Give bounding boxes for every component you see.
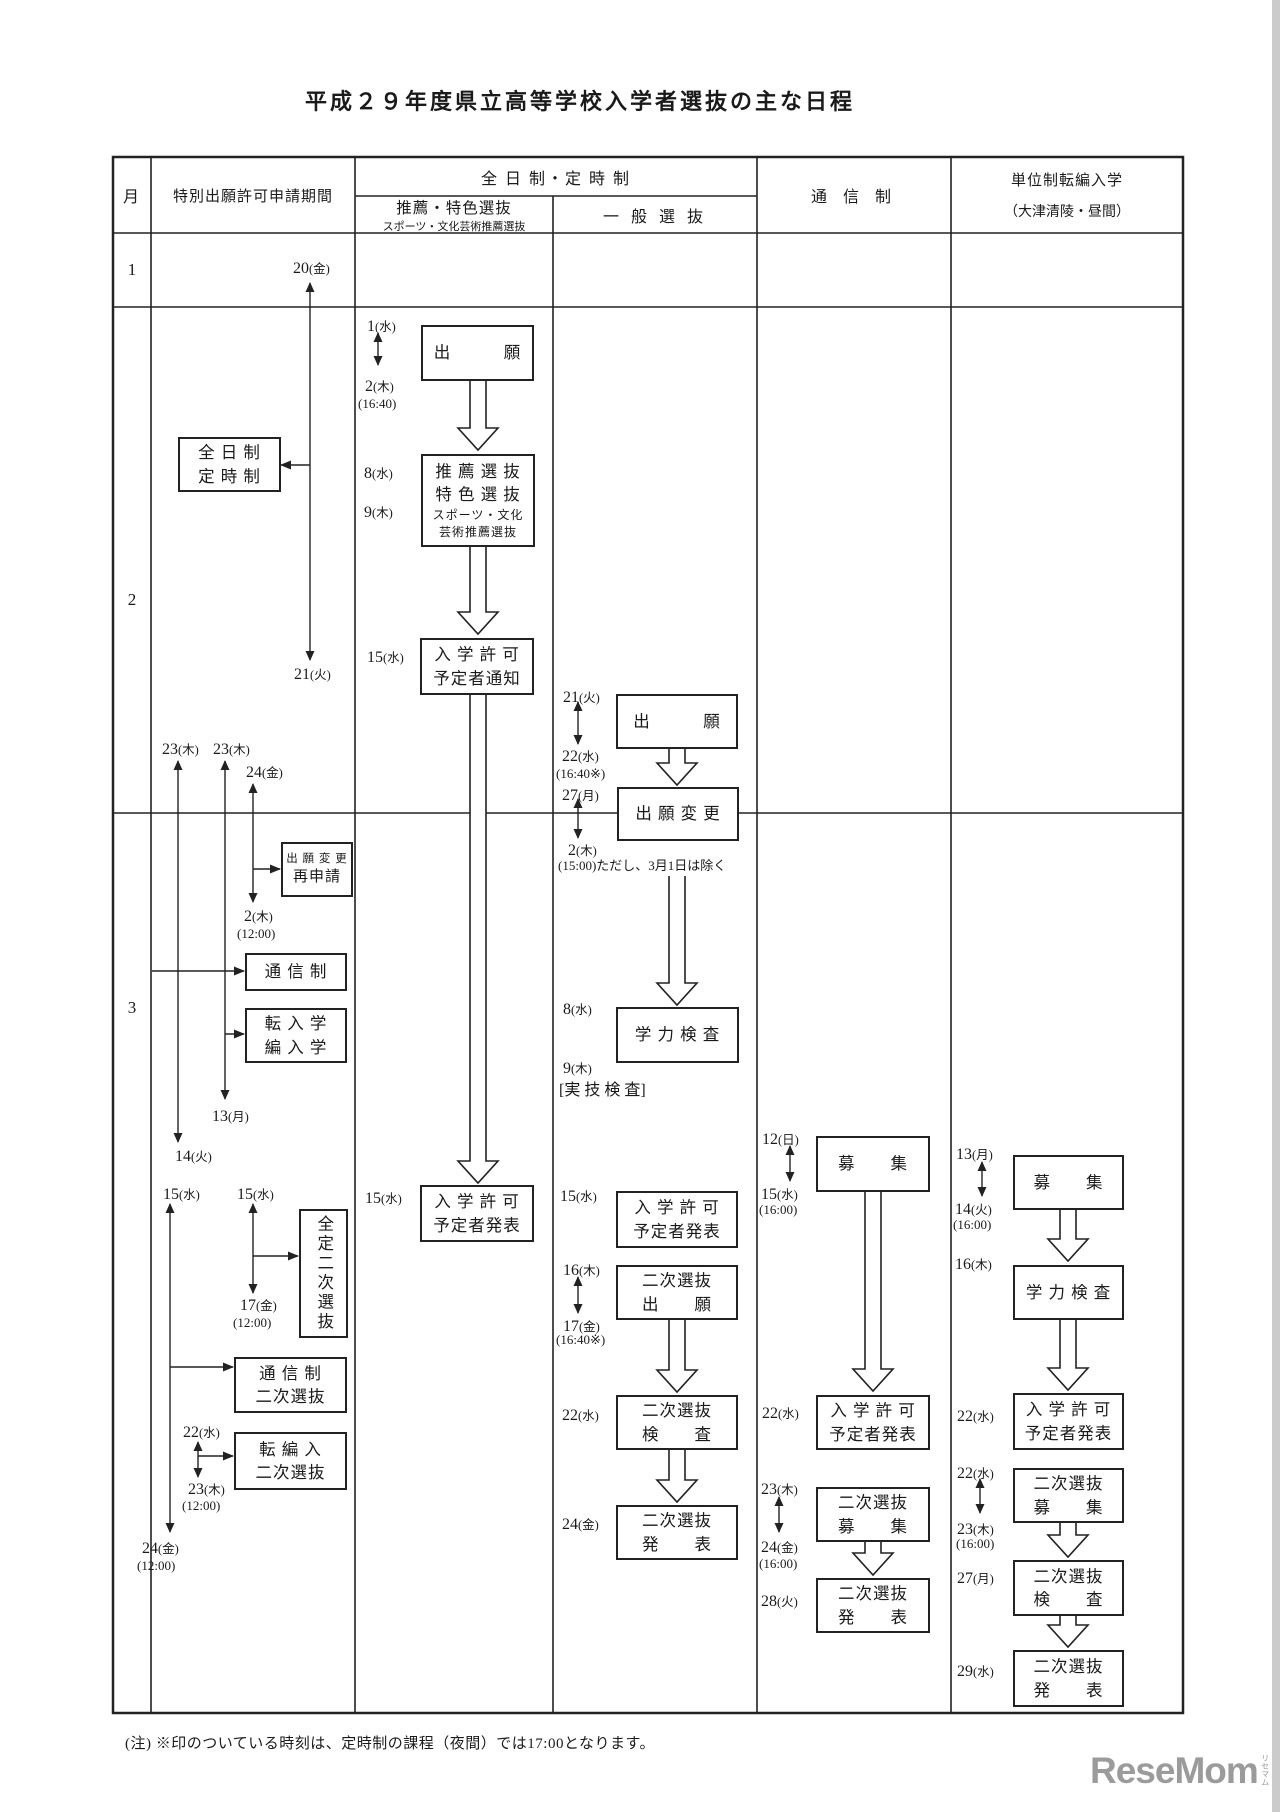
arrowhead-down	[305, 651, 315, 661]
arrowhead-right	[223, 1451, 234, 1461]
arrowhead-right	[234, 1029, 245, 1039]
arrowhead-down	[248, 1284, 258, 1294]
arrowhead-right	[223, 1362, 234, 1372]
arrowhead-down	[373, 356, 383, 366]
arrowhead-down	[165, 1523, 175, 1533]
hollow-flow-arrow	[851, 1542, 895, 1577]
arrowhead-down	[220, 1090, 230, 1100]
arrowhead-up	[305, 282, 315, 292]
arrowhead-down	[975, 1504, 985, 1514]
arrowhead-down	[573, 1304, 583, 1314]
arrowhead-up	[573, 701, 583, 711]
hollow-flow-arrow	[1046, 1523, 1090, 1559]
hollow-flow-arrow	[1046, 1320, 1090, 1392]
arrowhead-up	[373, 332, 383, 342]
arrowhead-down	[193, 1468, 203, 1478]
arrowhead-up	[975, 1478, 985, 1488]
resemom-logo-text: ReseMom	[1090, 1750, 1259, 1791]
hollow-flow-arrow	[655, 749, 699, 787]
arrowhead-up	[573, 1276, 583, 1286]
arrowhead-up	[573, 798, 583, 808]
arrowhead-down	[573, 735, 583, 745]
arrowhead-up	[248, 783, 258, 793]
arrowhead-down	[774, 1523, 784, 1533]
arrowhead-down	[173, 1133, 183, 1143]
arrowhead-up	[977, 1161, 987, 1171]
arrowhead-down	[248, 893, 258, 903]
arrowhead-up	[173, 760, 183, 770]
arrowhead-up	[220, 760, 230, 770]
hollow-flow-arrow	[655, 876, 699, 1007]
hollow-flow-arrow	[655, 1450, 699, 1504]
arrowhead-right	[234, 966, 245, 976]
arrowhead-up	[774, 1496, 784, 1506]
hollow-flow-arrow	[1046, 1210, 1090, 1263]
hollow-flow-arrow	[456, 547, 500, 636]
hollow-flow-arrow	[456, 381, 500, 452]
hollow-flow-arrow	[1046, 1616, 1090, 1649]
arrowhead-right	[288, 1251, 299, 1261]
hollow-flow-arrow	[456, 695, 500, 1185]
resemom-logo-kana: リセマム	[1260, 1754, 1270, 1786]
arrowhead-up	[248, 1203, 258, 1213]
arrowhead-left	[280, 460, 291, 470]
arrowhead-down	[785, 1172, 795, 1182]
arrowhead-up	[193, 1441, 203, 1451]
arrowhead-up	[165, 1203, 175, 1213]
hollow-flow-arrow	[655, 1320, 699, 1394]
arrowhead-up	[785, 1145, 795, 1155]
footnote: (注) ※印のついている時刻は、定時制の課程（夜間）では17:00となります。	[125, 1736, 656, 1752]
arrowhead-down	[573, 829, 583, 839]
arrowhead-down	[977, 1187, 987, 1197]
page-title: 平成２９年度県立高等学校入学者選抜の主な日程	[304, 89, 855, 114]
arrowhead-right	[270, 864, 281, 874]
hollow-flow-arrow	[851, 1192, 895, 1393]
table-border	[111, 155, 1185, 1715]
page-edge-shadow	[1272, 0, 1280, 1812]
